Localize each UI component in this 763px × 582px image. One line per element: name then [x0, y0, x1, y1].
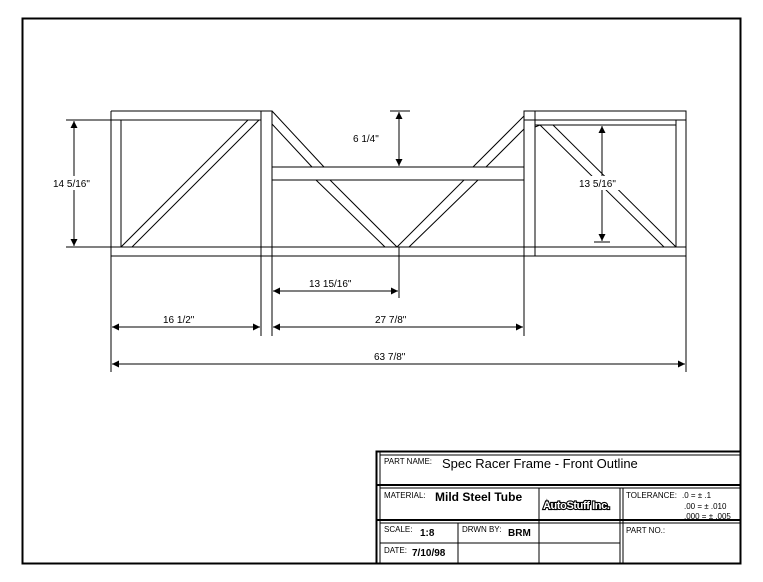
tolerance-two-place: .00 = ± .010	[684, 502, 727, 511]
part-name-value: Spec Racer Frame - Front Outline	[442, 456, 638, 471]
top-rail-right	[524, 110, 687, 121]
scale-label: SCALE:	[384, 525, 412, 534]
center-diagonal-left	[271, 123, 313, 168]
tolerance-label: TOLERANCE:	[626, 491, 677, 500]
top-rail-left	[110, 110, 262, 121]
center-diagonal-right	[396, 179, 465, 248]
material-value: Mild Steel Tube	[435, 490, 522, 504]
date-value: 7/10/98	[412, 548, 446, 559]
dim-center-span-label: 27 7/8"	[375, 315, 407, 326]
scale-value: 1:8	[420, 528, 435, 539]
dim-overall-length-label: 63 7/8"	[374, 352, 406, 363]
part-name-label: PART NAME:	[384, 457, 432, 466]
dim-left-bay-width-label: 16 1/2"	[163, 315, 195, 326]
tolerance-three-place: .000 = ± .005	[684, 512, 731, 521]
right-inner-post	[523, 110, 536, 257]
drawn-by-label: DRWN BY:	[462, 525, 501, 534]
dimensions	[66, 110, 687, 372]
dim-top-drop-label: 6 1/4"	[353, 134, 379, 145]
title-block	[375, 450, 742, 565]
date-label: DATE:	[384, 546, 407, 555]
dim-center-offset-label: 13 15/16"	[309, 279, 352, 290]
dim-right-bay-height-label: 13 5/16"	[579, 179, 616, 190]
tolerance-one-place: .0 = ± .1	[682, 491, 712, 500]
center-crossbar	[271, 166, 525, 181]
part-no-label: PART NO.:	[626, 526, 665, 535]
dim-overall-height-label: 14 5/16"	[53, 179, 90, 190]
left-inner-post	[260, 110, 273, 257]
company-logo: AutoStuff Inc.	[543, 500, 610, 512]
material-label: MATERIAL:	[384, 491, 426, 500]
drawn-by-value: BRM	[508, 528, 531, 539]
left-bay-diagonal	[120, 119, 249, 248]
